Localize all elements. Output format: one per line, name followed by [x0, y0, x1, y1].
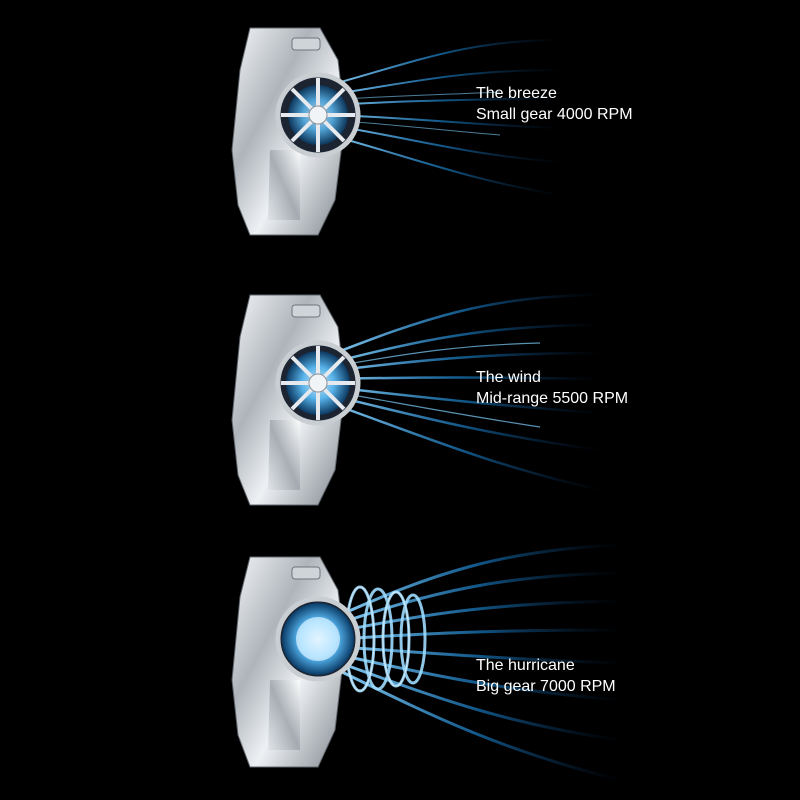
mode-detail: Small gear 4000 RPM — [476, 106, 633, 123]
mode-title: The breeze — [476, 85, 557, 102]
airflow-icon — [339, 543, 621, 782]
mode-breeze-panel: The breeze Small gear 4000 RPM — [0, 0, 800, 265]
mode-detail: Big gear 7000 RPM — [476, 678, 616, 695]
fan-cooler-icon — [231, 293, 601, 506]
airflow-icon — [329, 39, 561, 196]
fan-cooler-icon — [231, 27, 561, 236]
mode-title: The hurricane — [476, 657, 575, 674]
fan-cooler-icon — [231, 543, 621, 782]
mode-caption: The breeze Small gear 4000 RPM — [476, 83, 633, 125]
airflow-icon — [329, 293, 601, 492]
mode-detail: Mid-range 5500 RPM — [476, 390, 629, 407]
mode-hurricane-panel: The hurricane Big gear 7000 RPM — [0, 535, 800, 800]
mode-title: The wind — [476, 369, 541, 386]
mode-caption: The hurricane Big gear 7000 RPM — [476, 655, 616, 697]
mode-caption: The wind Mid-range 5500 RPM — [476, 367, 628, 409]
mode-wind-panel: The wind Mid-range 5500 RPM — [0, 265, 800, 535]
